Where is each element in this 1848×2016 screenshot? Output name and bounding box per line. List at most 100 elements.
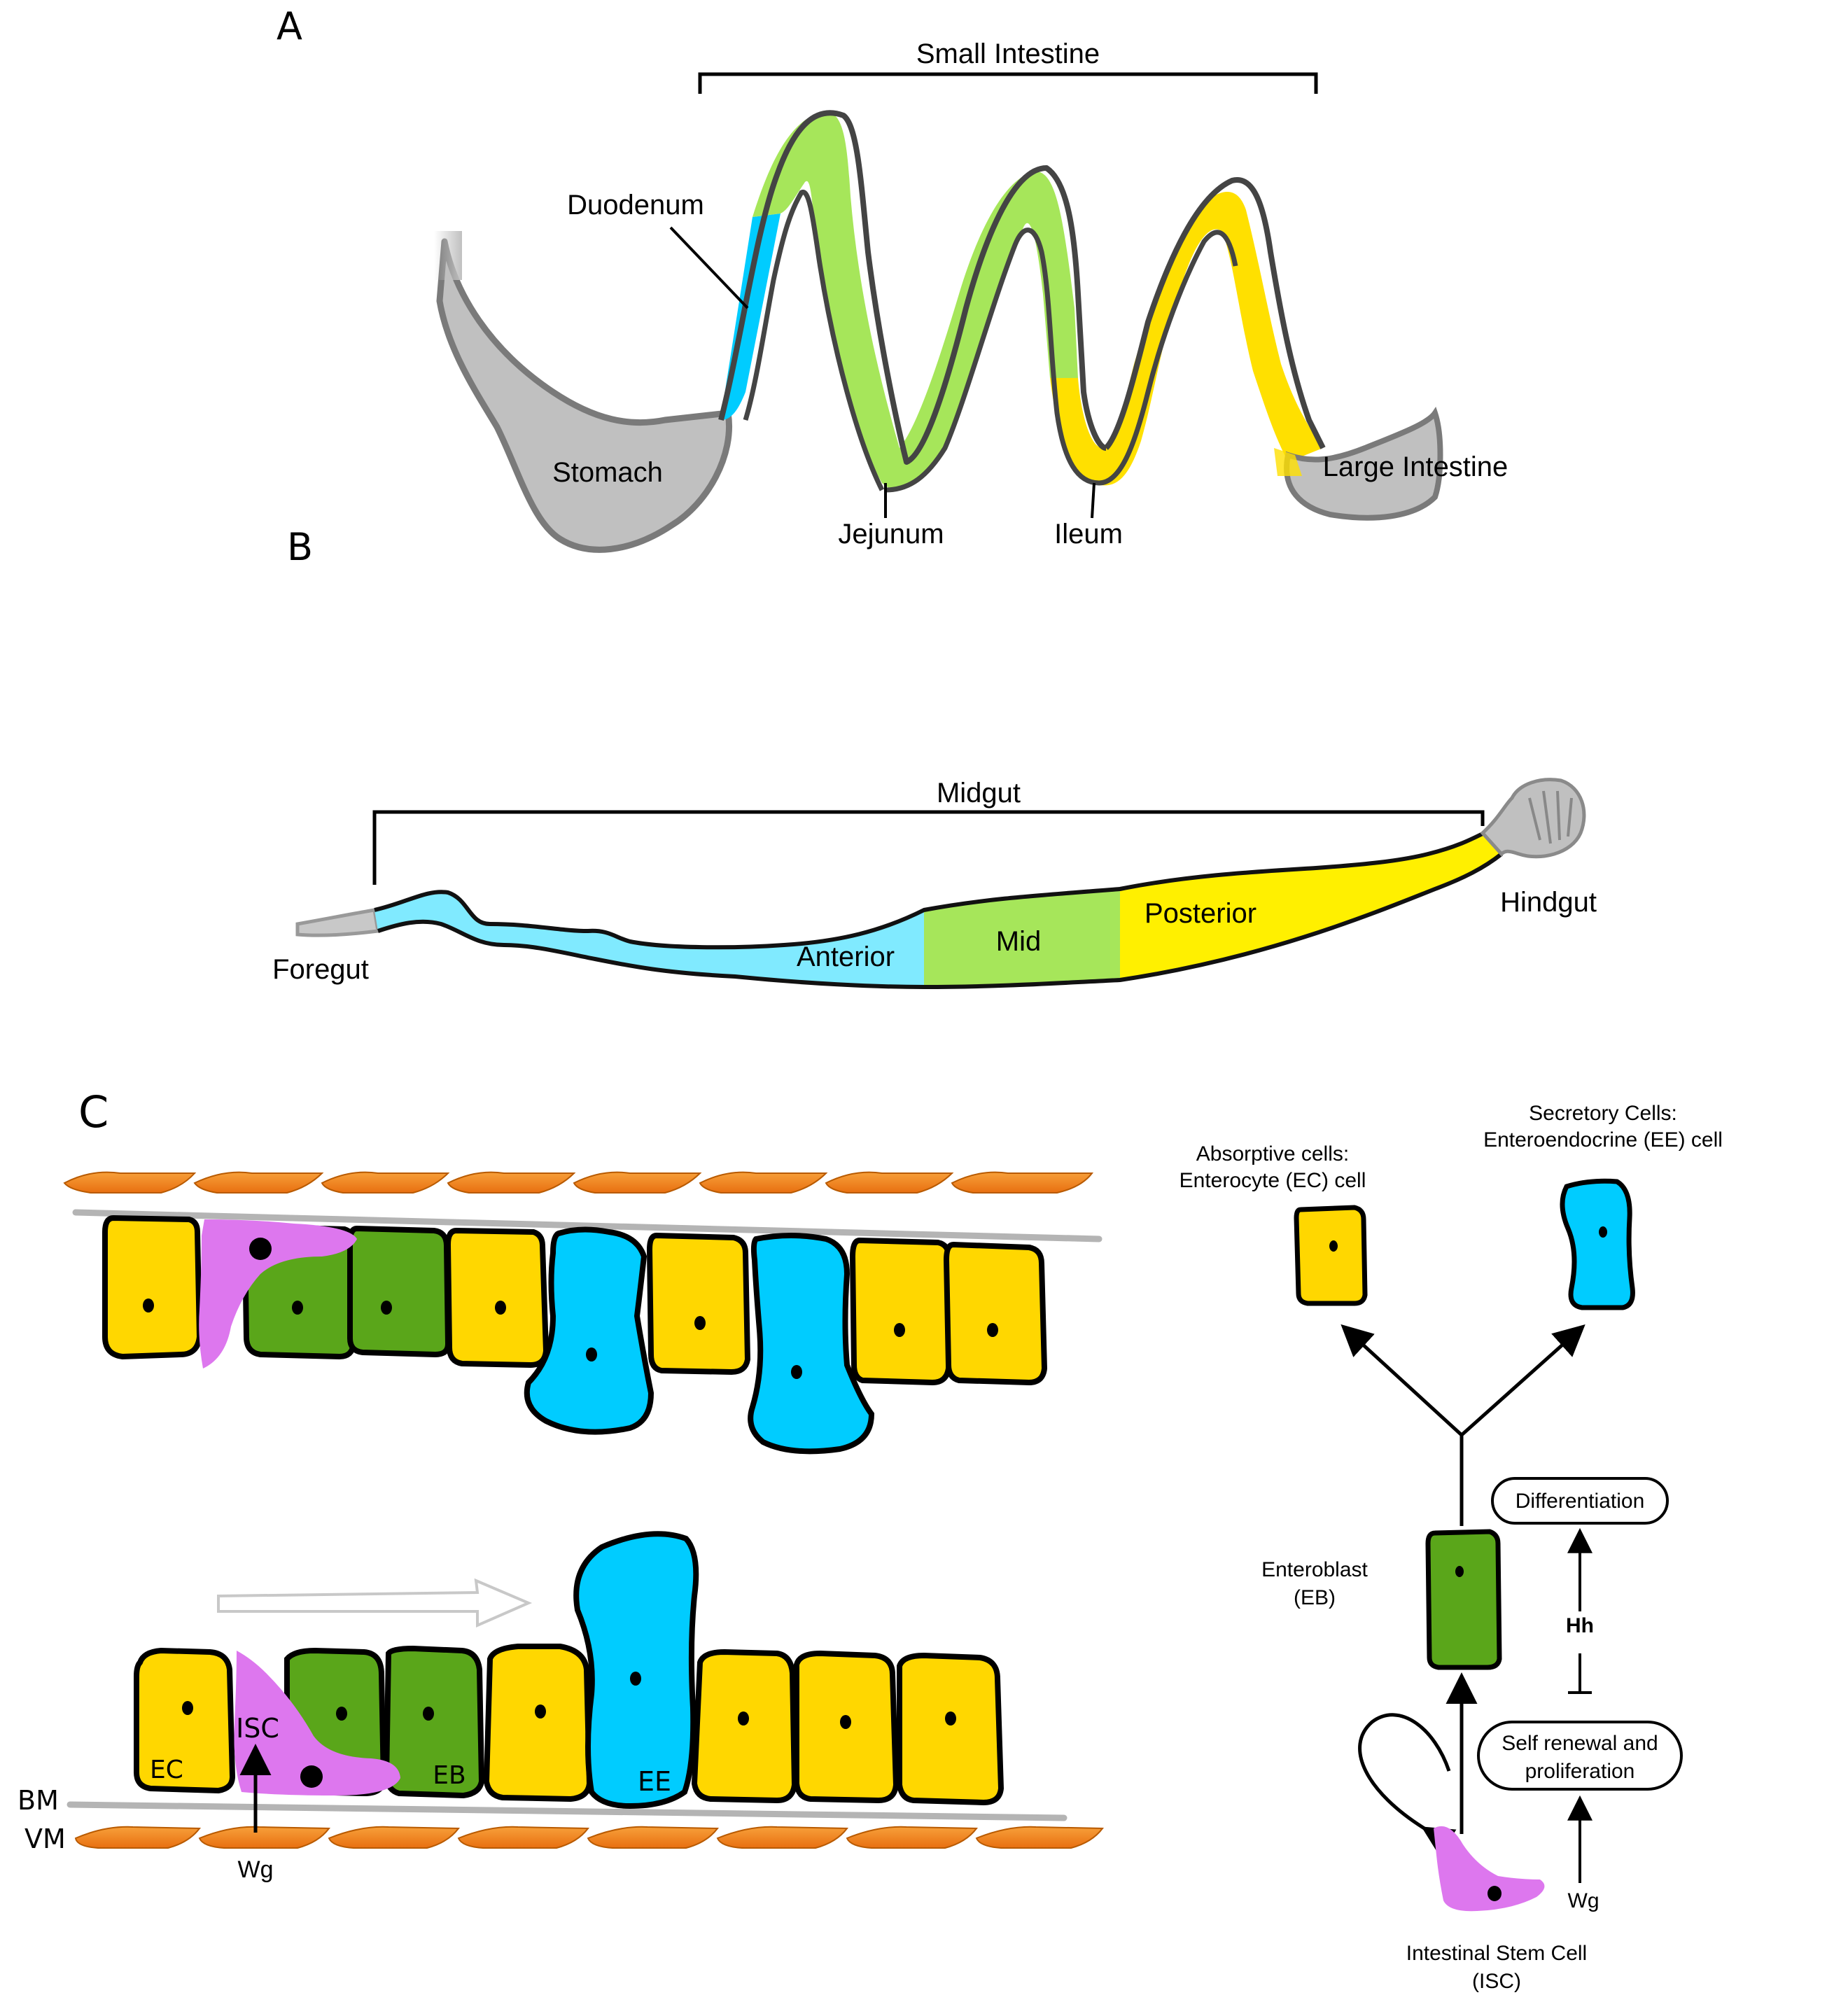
ec-label: EC (150, 1756, 183, 1784)
stomach-label: Stomach (552, 457, 663, 488)
midgut-bracket (372, 810, 1485, 885)
isc-label-line2: (ISC) (1472, 1970, 1521, 1993)
nucleus (495, 1301, 506, 1315)
gut-inner-outline-2 (885, 227, 1238, 493)
bm-line-top (72, 1209, 1102, 1242)
direction-arrow (217, 1578, 533, 1628)
vm-label: VM (24, 1823, 66, 1854)
enteroblast-label-line2: (EB) (1294, 1586, 1336, 1609)
hh-label: Hh (1566, 1614, 1594, 1637)
nucleus (894, 1323, 905, 1337)
wg-label-lineage: Wg (1568, 1889, 1600, 1912)
foregut (295, 908, 380, 937)
eb-cell-top-2 (347, 1225, 451, 1358)
absorptive-label-line1: Absorptive cells: (1196, 1142, 1349, 1166)
ec-cell-top-1 (102, 1214, 203, 1360)
panel-c: C (18, 1086, 1723, 1993)
gut-inner-outline (743, 190, 885, 491)
ee-cell-top-1 (524, 1226, 654, 1435)
large-intestine-label: Large Intestine (1323, 451, 1508, 482)
ec-cell-bottom-2 (483, 1644, 593, 1802)
isc-nucleus-top (249, 1238, 272, 1260)
eb-label: EB (433, 1761, 465, 1790)
ec-cell-top-3 (646, 1232, 751, 1376)
ec-cell-top-2 (444, 1227, 550, 1368)
ec-cell-top-4 (849, 1237, 951, 1386)
isc-nucleus-bottom (300, 1765, 323, 1788)
mid-label: Mid (996, 926, 1041, 957)
eb-cell-bottom-2 (383, 1645, 485, 1799)
nucleus (1599, 1226, 1607, 1238)
arrow-to-ee (1460, 1324, 1586, 1436)
lineage-diagram: Absorptive cells: Enterocyte (EC) cell S… (1180, 1102, 1723, 1993)
panel-a-label: A (276, 4, 302, 48)
nucleus (945, 1712, 956, 1726)
nucleus (630, 1672, 641, 1686)
differentiation-label: Differentiation (1516, 1490, 1645, 1513)
absorptive-label-line2: Enterocyte (EC) cell (1180, 1169, 1366, 1192)
lineage-isc-cell (1434, 1826, 1545, 1912)
mid-segment (924, 889, 1120, 987)
nucleus (535, 1704, 546, 1718)
panel-a: A Small Intestine Stomach Duodenum Jejun… (276, 4, 1508, 553)
panel-b: B Midgut Foregut Hindgut Anterior Mid Po… (272, 525, 1597, 990)
nucleus (143, 1298, 154, 1312)
gut-outer-outline (718, 110, 1107, 465)
lineage-ee-cell (1560, 1178, 1635, 1310)
foregut-label: Foregut (272, 954, 369, 985)
nucleus (694, 1316, 706, 1330)
self-renewal-box (1477, 1721, 1683, 1791)
nucleus (292, 1301, 303, 1315)
ec-cell-bottom-5 (897, 1652, 1004, 1806)
anterior-label: Anterior (797, 941, 895, 972)
gut-outer-outline-2 (1103, 177, 1326, 450)
secretory-label-line2: Enteroendocrine (EE) cell (1483, 1128, 1723, 1152)
vm-cells-bottom (74, 1826, 1104, 1849)
nucleus (182, 1701, 193, 1715)
self-renewal-loop-arrow (1358, 1713, 1457, 1857)
epithelium-bottom: EC EB EE ISC (18, 1531, 1104, 1883)
stomach-fade (434, 231, 462, 280)
secretory-label-line1: Secretory Cells: (1529, 1102, 1677, 1125)
nucleus (840, 1715, 851, 1729)
large-intestine-join (1274, 448, 1302, 476)
nucleus (1329, 1240, 1338, 1252)
bm-label: BM (18, 1785, 59, 1816)
duodenum-pointer (669, 226, 749, 309)
nucleus (987, 1323, 998, 1337)
isc-cell-bottom (234, 1651, 400, 1795)
bm-line-bottom (66, 1801, 1068, 1821)
self-renewal-label-line1: Self renewal and (1502, 1732, 1658, 1755)
panel-c-label: C (78, 1086, 108, 1138)
ileum-label: Ileum (1054, 519, 1123, 550)
arrow-to-ec (1340, 1324, 1463, 1436)
anterior-segment (374, 892, 924, 987)
ec-cell-bottom-1 (134, 1647, 236, 1794)
duodenum-segment (721, 214, 780, 420)
wg-label-epithelium: Wg (238, 1856, 274, 1883)
isc-label: ISC (236, 1713, 279, 1744)
isc-label-line1: Intestinal Stem Cell (1406, 1942, 1587, 1965)
small-intestine-label: Small Intestine (916, 38, 1100, 69)
self-renewal-label-line2: proliferation (1525, 1760, 1635, 1783)
midgut-label: Midgut (937, 778, 1021, 808)
ee-cell-top-2 (748, 1233, 875, 1455)
duodenum-label: Duodenum (567, 190, 704, 220)
midgut-top-outline (374, 831, 1485, 950)
large-intestine (1284, 406, 1443, 521)
enteroblast-label-line1: Enteroblast (1261, 1558, 1368, 1581)
hindgut-label: Hindgut (1500, 887, 1597, 918)
hindgut-folds (1528, 790, 1573, 844)
nucleus (336, 1707, 347, 1721)
nucleus (791, 1365, 802, 1379)
nucleus (1455, 1566, 1464, 1577)
midgut-bottom-outline (377, 852, 1503, 990)
isc-cell-top (199, 1219, 357, 1368)
nucleus (423, 1707, 434, 1721)
ec-cell-top-5 (943, 1241, 1048, 1386)
ee-label: EE (638, 1766, 671, 1797)
nucleus (586, 1348, 597, 1362)
ileum-segment (1050, 191, 1323, 486)
